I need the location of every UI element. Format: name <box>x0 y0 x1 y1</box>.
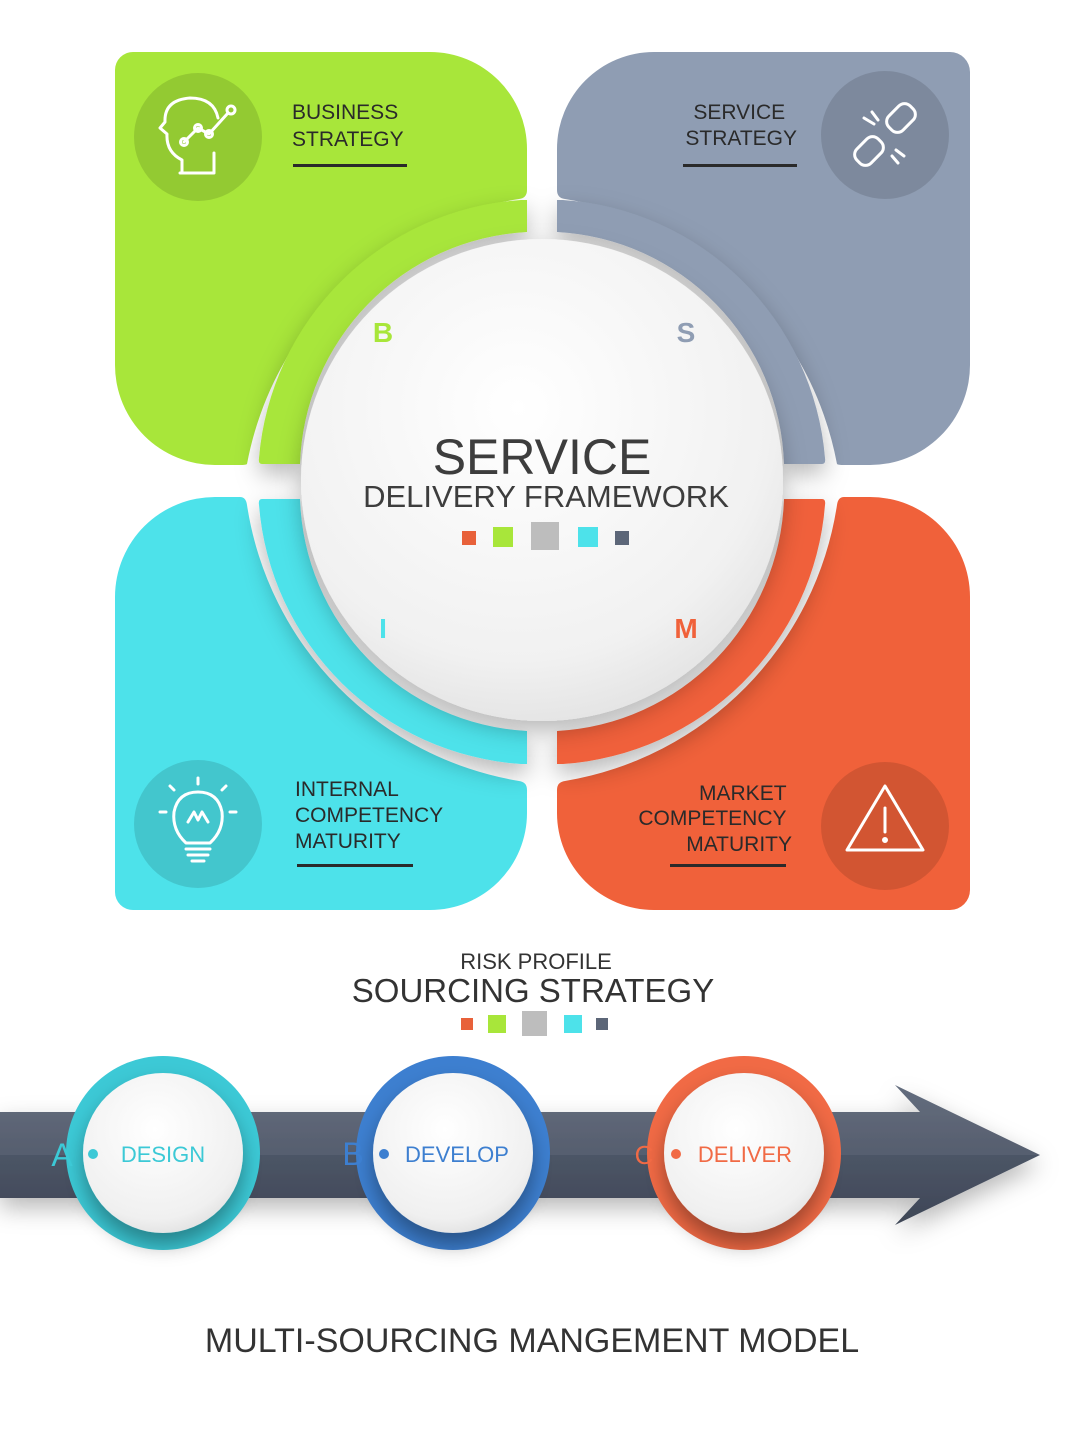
model-title: MULTI-SOURCING MANGEMENT MODEL <box>205 1322 859 1360</box>
sourcing-strategy-title: SOURCING STRATEGY <box>352 972 714 1009</box>
palette-swatch <box>578 527 598 547</box>
framework-title: SERVICE <box>433 429 652 485</box>
step-deliver-letter: C <box>635 1140 654 1170</box>
internal-label-underline <box>297 864 413 867</box>
step-deliver-disc <box>664 1073 824 1233</box>
warning-triangle-icon <box>821 762 949 890</box>
palette-swatch <box>488 1015 506 1033</box>
risk-profile-subtitle: RISK PROFILE <box>460 949 612 974</box>
palette-swatch <box>615 531 629 545</box>
market-letter: M <box>674 613 697 644</box>
step-deliver-dot <box>671 1149 681 1159</box>
lightbulb-icon <box>134 760 262 888</box>
internal-competency-panel <box>115 496 527 910</box>
step-develop-label: DEVELOP <box>405 1142 509 1167</box>
framework-palette <box>462 522 629 550</box>
service-ring-arc <box>557 200 826 464</box>
quadrant-labels: BUSINESS STRATEGY SERVICE STRATEGY INTER… <box>292 101 797 867</box>
step-design: A DESIGN <box>51 1056 260 1250</box>
palette-swatch <box>462 531 476 545</box>
internal-letter: I <box>379 613 387 644</box>
internal-ring-arc <box>258 499 527 764</box>
quadrant-icons <box>134 71 949 890</box>
service-strategy-label: SERVICE STRATEGY <box>685 101 797 150</box>
step-develop-dot <box>379 1149 389 1159</box>
business-strategy-label: BUSINESS STRATEGY <box>292 101 404 151</box>
service-label-underline <box>683 164 797 167</box>
business-letter: B <box>373 317 393 348</box>
palette-swatch <box>522 1011 547 1036</box>
business-strategy-panel <box>115 52 527 466</box>
market-competency-panel <box>557 496 970 910</box>
head-growth-icon <box>134 73 262 201</box>
step-design-dot <box>88 1149 98 1159</box>
palette-swatch <box>564 1015 582 1033</box>
quadrant-letters: B S I M <box>373 317 698 644</box>
step-design-label: DESIGN <box>121 1142 205 1167</box>
sourcing-palette <box>461 1011 608 1036</box>
business-ring-arc <box>258 200 527 464</box>
process-steps: A DESIGN B DEVELOP C DELIVER <box>51 1056 841 1250</box>
service-letter: S <box>677 317 696 348</box>
step-design-letter: A <box>51 1137 73 1173</box>
step-develop-letter: B <box>342 1136 363 1172</box>
inner-ring <box>258 200 826 764</box>
business-label-underline <box>293 164 407 167</box>
palette-swatch <box>596 1018 608 1030</box>
step-deliver-label: DELIVER <box>698 1142 792 1167</box>
step-deliver: C DELIVER <box>635 1056 841 1250</box>
market-ring-arc <box>557 499 826 764</box>
step-develop-disc <box>373 1073 533 1233</box>
center-circle <box>301 239 783 721</box>
palette-swatch <box>461 1018 473 1030</box>
quadrant-panels <box>115 52 970 910</box>
broken-chain-icon <box>821 71 949 199</box>
internal-competency-label: INTERNAL COMPETENCY MATURITY <box>295 778 449 853</box>
step-develop: B DEVELOP <box>342 1056 550 1250</box>
palette-swatch <box>493 527 513 547</box>
palette-swatch <box>531 522 559 550</box>
framework-subtitle: DELIVERY FRAMEWORK <box>363 479 729 514</box>
step-design-disc <box>83 1073 243 1233</box>
market-label-underline <box>670 864 786 867</box>
service-strategy-panel <box>557 52 970 466</box>
market-competency-label: MARKET COMPETENCY MATURITY <box>638 782 792 856</box>
